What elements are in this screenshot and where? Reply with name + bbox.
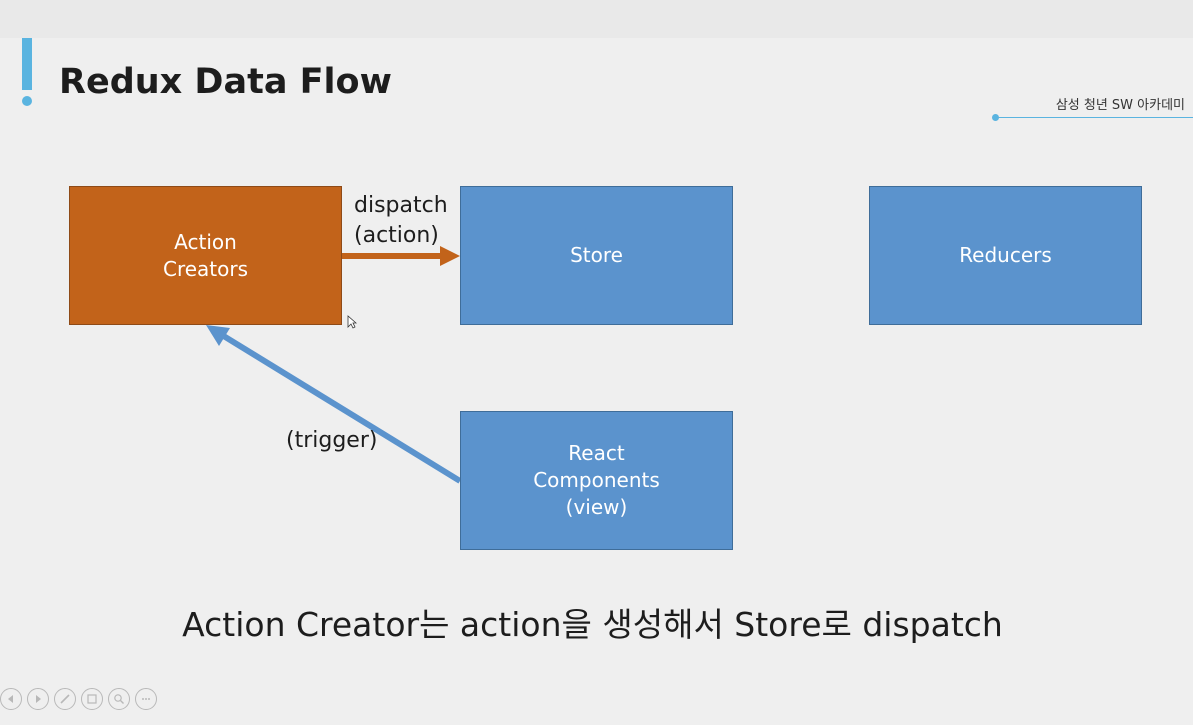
slides-icon[interactable]	[81, 688, 103, 710]
trigger-arrow-head	[206, 325, 230, 346]
mouse-cursor-icon	[347, 315, 357, 329]
react-components-label: React Components (view)	[533, 441, 660, 519]
trigger-arrow-shaft	[220, 332, 462, 484]
organization-label: 삼성 청년 SW 아카데미	[1055, 98, 1185, 113]
store-box: Store	[460, 186, 733, 325]
prev-icon[interactable]	[0, 688, 22, 710]
dispatch-arrow-head	[440, 246, 460, 266]
organization-line-dot	[992, 114, 999, 121]
reducers-box: Reducers	[869, 186, 1142, 325]
title-accent-dot	[22, 96, 32, 106]
action-creators-box: Action Creators	[69, 186, 342, 325]
react-components-box: React Components (view)	[460, 411, 733, 550]
more-icon[interactable]	[135, 688, 157, 710]
trigger-label: (trigger)	[286, 428, 378, 453]
pen-icon[interactable]	[54, 688, 76, 710]
zoom-icon[interactable]	[108, 688, 130, 710]
title-accent-bar	[22, 38, 32, 90]
slide-title: Redux Data Flow	[59, 62, 392, 102]
slide-caption: Action Creator는 action을 생성해서 Store로 disp…	[182, 605, 1003, 644]
top-strip	[0, 0, 1193, 38]
store-label: Store	[570, 243, 623, 267]
next-icon[interactable]	[27, 688, 49, 710]
dispatch-label: dispatch (action)	[354, 193, 448, 248]
action-creators-label: Action Creators	[162, 229, 249, 281]
presentation-toolbar	[0, 688, 157, 712]
reducers-label: Reducers	[959, 243, 1052, 267]
organization-line	[996, 117, 1193, 118]
